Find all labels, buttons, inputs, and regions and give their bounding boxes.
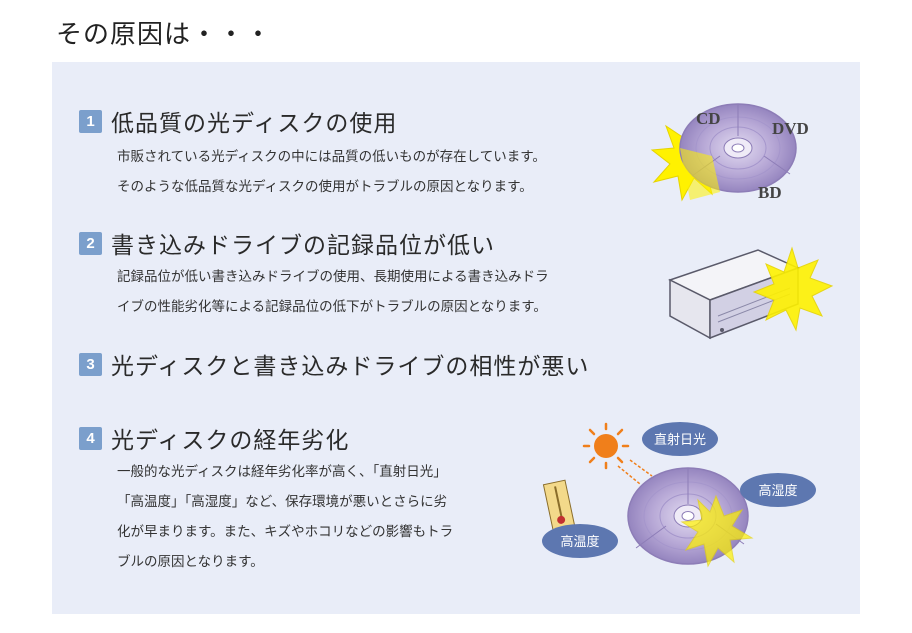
disc-label-cd: CD [696, 109, 721, 128]
item-3-number-badge: 3 [79, 352, 102, 376]
arrow-icon [617, 459, 653, 485]
item-4-body-line: 化が早まります。また、キズやホコリなどの影響もトラ [117, 524, 454, 540]
starburst-icon [752, 246, 834, 332]
item-4-header: 4 光ディスクの経年劣化 [79, 421, 349, 455]
item-3-title: 光ディスクと書き込みドライブの相性が悪い [111, 354, 590, 380]
optical-disc-illustration: CD DVD BD [650, 103, 809, 202]
item-2-body-line: 記録品位が低い書き込みドライブの使用、長期使用による書き込みドラ [117, 269, 549, 285]
item-2-body-line: イブの性能劣化等による記録品位の低下がトラブルの原因となります。 [117, 299, 547, 315]
item-2-header: 2 書き込みドライブの記録品位が低い [79, 226, 495, 260]
item-2-title: 書き込みドライブの記録品位が低い [111, 233, 495, 259]
disc-label-bd: BD [758, 183, 782, 202]
page-title: その原因は・・・ [56, 20, 273, 50]
temperature-bubble: 高温度 [542, 524, 618, 558]
humidity-bubble-label: 高湿度 [758, 483, 797, 499]
sunlight-bubble: 直射日光 [642, 422, 718, 456]
sunlight-bubble-label: 直射日光 [654, 432, 706, 448]
item-1-body-line: 市販されている光ディスクの中には品質の低いものが存在しています。 [117, 149, 546, 165]
humidity-bubble: 高湿度 [740, 473, 816, 507]
item-1-body-line: そのような低品質な光ディスクの使用がトラブルの原因となります。 [117, 179, 533, 195]
aging-illustration: 直射日光 高湿度 高温度 [542, 422, 816, 568]
thermometer-icon [542, 479, 576, 531]
sun-icon [582, 422, 630, 470]
item-1-body: 市販されている光ディスクの中には品質の低いものが存在しています。 そのような低品… [117, 142, 546, 202]
item-1-title: 低品質の光ディスクの使用 [111, 111, 398, 137]
item-4-body-line: 「高温度」「高湿度」など、保存環境が悪いとさらに劣 [117, 494, 448, 510]
temperature-bubble-label: 高温度 [560, 534, 599, 550]
writing-drive-illustration [668, 246, 834, 340]
disc-label-dvd: DVD [772, 119, 809, 138]
starburst-icon [680, 494, 754, 568]
item-4-body: 一般的な光ディスクは経年劣化率が高く、「直射日光」 「高温度」「高湿度」など、保… [117, 457, 453, 577]
item-4-body-line: ブルの原因となります。 [117, 554, 264, 570]
item-4-title: 光ディスクの経年劣化 [111, 428, 350, 454]
item-1-number-badge: 1 [79, 109, 102, 133]
item-4-number-badge: 4 [79, 426, 102, 450]
item-2-number-badge: 2 [79, 231, 102, 255]
item-3-header: 3 光ディスクと書き込みドライブの相性が悪い [79, 347, 589, 381]
item-4-body-line: 一般的な光ディスクは経年劣化率が高く、「直射日光」 [117, 464, 447, 480]
item-2-body: 記録品位が低い書き込みドライブの使用、長期使用による書き込みドラ イブの性能劣化… [117, 262, 549, 322]
item-1-header: 1 低品質の光ディスクの使用 [79, 104, 397, 138]
